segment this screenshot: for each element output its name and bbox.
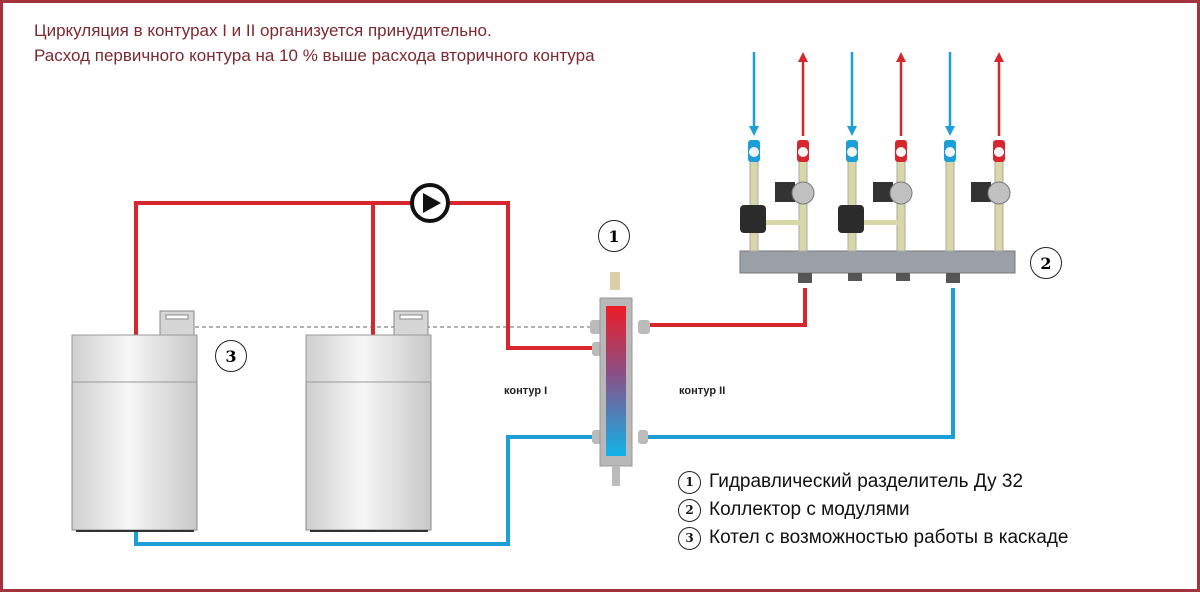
- collector: [739, 250, 1016, 283]
- pump-head-icon: [987, 181, 1011, 205]
- valve-dial: [798, 147, 808, 157]
- boiler-1: [71, 310, 198, 532]
- return-arrow-icon: [945, 126, 955, 136]
- legend-item: 3 Котел с возможностью работы в каскаде: [678, 524, 1068, 552]
- marker-collector: 2: [1030, 247, 1062, 279]
- module-pipe: [945, 149, 955, 252]
- valve-dial: [994, 147, 1004, 157]
- hot-pipe-circuit-1: [134, 201, 598, 350]
- valve-dial: [847, 147, 857, 157]
- module-pipe: [847, 149, 857, 252]
- pump-icon: [410, 183, 450, 223]
- bypass-pipe: [864, 220, 900, 225]
- mixing-valve: [740, 205, 766, 233]
- bypass-pipe: [766, 220, 802, 225]
- cold-pipe-circuit-2: [640, 288, 955, 439]
- legend-item: 1 Гидравлический разделитель Ду 32: [678, 468, 1068, 496]
- legend-text: Коллектор с модулями: [709, 499, 910, 520]
- valve-dial: [749, 147, 759, 157]
- supply-arrow-icon: [994, 52, 1004, 62]
- boiler-2: [305, 310, 432, 532]
- pump-motor: [775, 182, 795, 202]
- legend-text: Котел с возможностью работы в каскаде: [709, 527, 1069, 548]
- legend: 1 Гидравлический разделитель Ду 32 2 Кол…: [678, 468, 1068, 552]
- pump-motor: [873, 182, 893, 202]
- marker-boiler: 3: [215, 340, 247, 372]
- circuit-2-label: контур II: [679, 385, 726, 397]
- legend-text: Гидравлический разделитель Ду 32: [709, 471, 1024, 492]
- header-line-2: Расход первичного контура на 10 % выше р…: [34, 46, 595, 65]
- header: Циркуляция в контурах I и II организуетс…: [34, 18, 595, 68]
- cold-pipe-circuit-1: [134, 435, 598, 546]
- return-arrow-icon: [847, 126, 857, 136]
- circuit-1-label: контур I: [504, 385, 548, 397]
- legend-item: 2 Коллектор с модулями: [678, 496, 1068, 524]
- hydraulic-separator: [590, 272, 650, 486]
- pump-head-icon: [791, 181, 815, 205]
- valve-dial: [896, 147, 906, 157]
- mixing-valve: [838, 205, 864, 233]
- supply-arrow-icon: [798, 52, 808, 62]
- valve-dial: [945, 147, 955, 157]
- pump-head-icon: [889, 181, 913, 205]
- legend-number: 1: [678, 470, 701, 494]
- module-pipe: [749, 149, 759, 252]
- pump-motor: [971, 182, 991, 202]
- hot-pipe-circuit-2: [640, 288, 807, 327]
- legend-number: 2: [678, 498, 701, 522]
- marker-separator: 1: [598, 220, 630, 252]
- header-line-1: Циркуляция в контурах I и II организуетс…: [34, 21, 492, 40]
- return-arrow-icon: [749, 126, 759, 136]
- legend-number: 3: [678, 526, 701, 550]
- supply-arrow-icon: [896, 52, 906, 62]
